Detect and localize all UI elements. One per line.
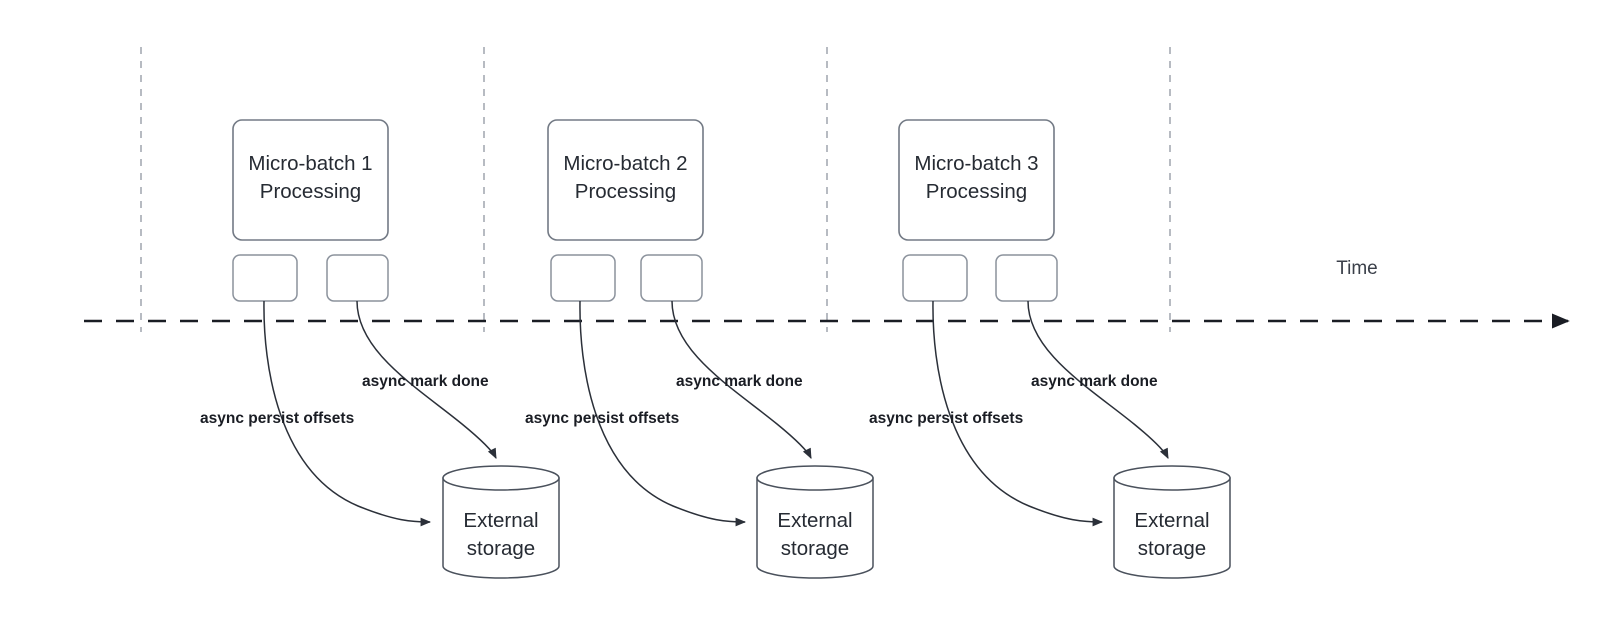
external-storage-1-line1: External xyxy=(463,509,538,532)
edge-mark-done-3-label: async mark done xyxy=(1031,373,1158,390)
micro-batch-group-3: Micro-batch 3 Processing External storag… xyxy=(869,119,1231,579)
edge-mark-done-3 xyxy=(1027,300,1169,459)
external-storage-1[interactable]: External storage xyxy=(442,465,560,579)
micro-batch-box-1-line2: Processing xyxy=(260,180,361,203)
external-storage-2-line1: External xyxy=(777,509,852,532)
micro-batch-box-2-line2: Processing xyxy=(575,180,676,203)
edge-persist-offsets-3 xyxy=(932,300,1104,527)
external-storage-2-top xyxy=(756,465,874,491)
edge-persist-offsets-3-label: async persist offsets xyxy=(869,410,1023,427)
micro-batch-box-1-line1: Micro-batch 1 xyxy=(248,152,372,175)
task-box-persist-2[interactable] xyxy=(550,254,616,302)
batch-boundaries xyxy=(140,47,1171,332)
external-storage-1-body xyxy=(442,477,560,579)
external-storage-1-line2: storage xyxy=(467,537,535,560)
external-storage-3-line1: External xyxy=(1134,509,1209,532)
micro-batch-box-1[interactable] xyxy=(232,119,389,241)
edge-persist-offsets-2-label: async persist offsets xyxy=(525,410,679,427)
edge-mark-done-1-label: async mark done xyxy=(362,373,489,390)
external-storage-1-top xyxy=(442,465,560,491)
micro-batch-box-3-line1: Micro-batch 3 xyxy=(914,152,1038,175)
task-box-mark-1[interactable] xyxy=(326,254,389,302)
edge-persist-offsets-2 xyxy=(579,300,747,527)
task-box-persist-1[interactable] xyxy=(232,254,298,302)
micro-batch-group-1: Micro-batch 1 Processing External storag… xyxy=(200,119,560,579)
micro-batch-box-3[interactable] xyxy=(898,119,1055,241)
edge-persist-offsets-1 xyxy=(263,300,432,527)
micro-batch-box-3-line2: Processing xyxy=(926,180,1027,203)
external-storage-3-body xyxy=(1113,477,1231,579)
external-storage-3-top xyxy=(1113,465,1231,491)
external-storage-2[interactable]: External storage xyxy=(756,465,874,579)
task-box-persist-3[interactable] xyxy=(902,254,968,302)
micro-batch-box-2-line1: Micro-batch 2 xyxy=(563,152,687,175)
micro-batch-group-2: Micro-batch 2 Processing External storag… xyxy=(525,119,874,579)
edge-mark-done-1 xyxy=(356,300,497,459)
external-storage-2-body xyxy=(756,477,874,579)
micro-batch-box-2[interactable] xyxy=(547,119,704,241)
task-box-mark-3[interactable] xyxy=(995,254,1058,302)
edge-mark-done-2 xyxy=(671,300,812,459)
edge-persist-offsets-1-label: async persist offsets xyxy=(200,410,354,427)
external-storage-2-line2: storage xyxy=(781,537,849,560)
time-axis: Time xyxy=(84,258,1570,329)
time-axis-label: Time xyxy=(1336,258,1378,279)
task-box-mark-2[interactable] xyxy=(640,254,703,302)
edge-mark-done-2-label: async mark done xyxy=(676,373,803,390)
external-storage-3[interactable]: External storage xyxy=(1113,465,1231,579)
external-storage-3-line2: storage xyxy=(1138,537,1206,560)
